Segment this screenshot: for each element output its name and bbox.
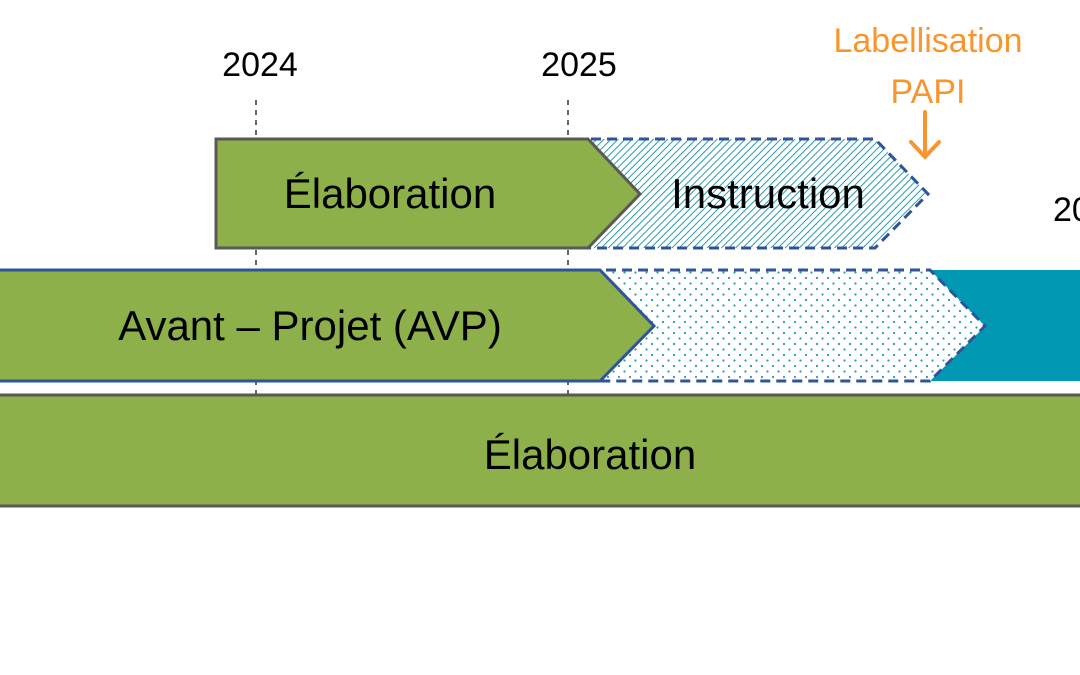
milestone-label-line1: Labellisation [833,22,1022,60]
instruction-label: Instruction [671,170,865,217]
year-label-partial: 20 [1053,191,1080,229]
teal-phase-bar [930,270,1080,381]
avp-phase-bar [0,268,657,383]
elaboration-label-row3: Élaboration [484,431,696,478]
year-label-2025: 2025 [541,46,617,84]
elaboration-phase-bar-row3 [0,393,1080,508]
year-label-2024: 2024 [222,46,298,84]
milestone-label-line2: PAPI [891,73,966,111]
milestone-arrow-icon [909,110,941,160]
elaboration-label-row1: Élaboration [284,170,496,217]
avp-label: Avant – Projet (AVP) [118,302,502,349]
elaboration-phase-bar-row1 [214,137,643,250]
